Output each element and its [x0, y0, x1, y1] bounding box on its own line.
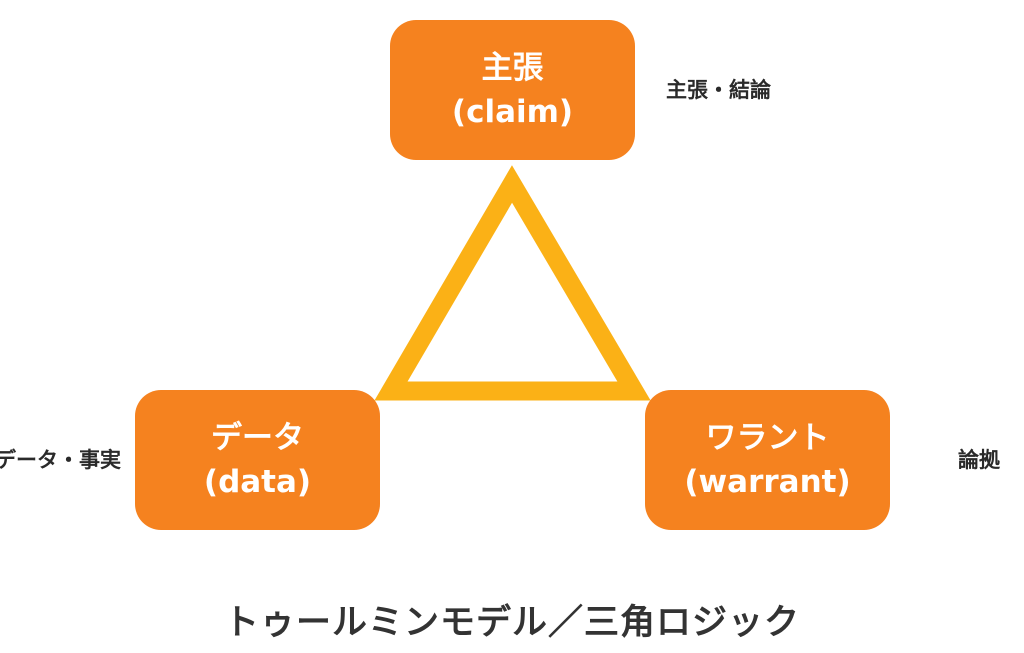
warrant-title: ワラント [705, 420, 830, 456]
data-side-label: データ・事実 [0, 448, 121, 472]
triangle-shape [374, 165, 651, 401]
claim-box: 主張 (claim) [390, 20, 635, 160]
data-box: データ (data) [135, 390, 380, 530]
warrant-side-label: 論拠 [958, 448, 1000, 472]
claim-subtitle: (claim) [451, 94, 574, 130]
warrant-subtitle: (warrant) [684, 464, 851, 500]
claim-title: 主張 [481, 50, 544, 86]
claim-side-label: 主張・結論 [666, 78, 771, 102]
warrant-box: ワラント (warrant) [645, 390, 890, 530]
data-title: データ [211, 420, 304, 456]
data-subtitle: (data) [203, 464, 312, 500]
diagram-caption: トゥールミンモデル／三角ロジック [223, 603, 800, 643]
